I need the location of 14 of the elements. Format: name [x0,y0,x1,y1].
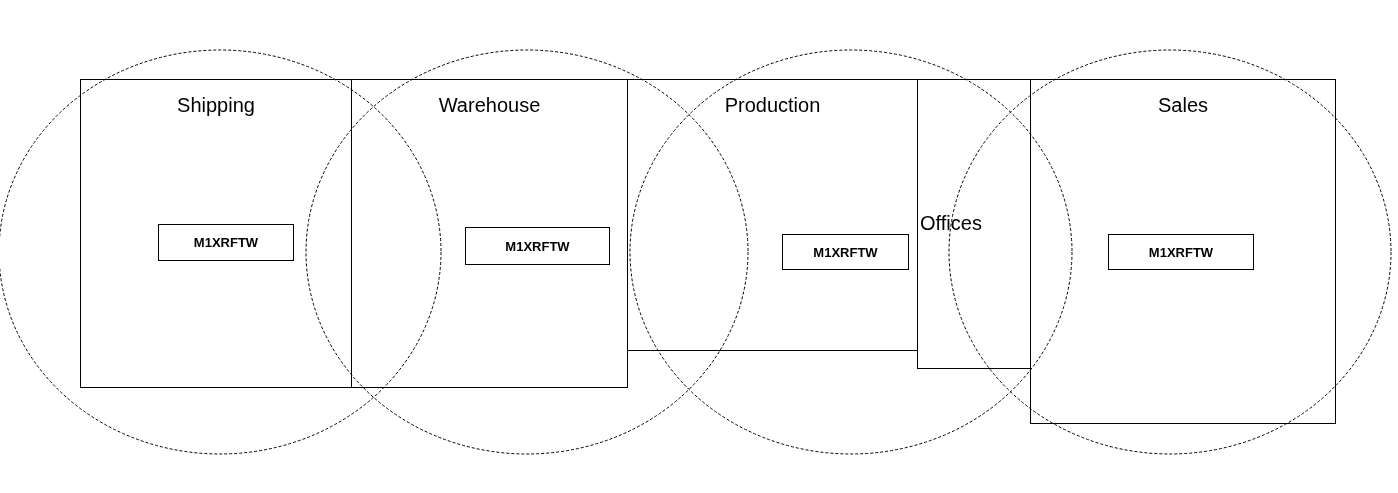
room-outline [80,79,352,388]
room-outline [917,79,1031,369]
reader-box: M1XRFTW [782,234,909,270]
room-outline [351,79,628,388]
room-outline [1030,79,1336,424]
room-outline [627,79,918,351]
room-label: Sales [1158,94,1208,117]
reader-box: M1XRFTW [1108,234,1254,270]
reader-box: M1XRFTW [465,227,610,265]
room-label: Offices [920,212,982,235]
room-label: Shipping [177,94,255,117]
room-label: Warehouse [438,94,541,117]
room-label: Production [724,94,821,117]
reader-box: M1XRFTW [158,224,294,261]
